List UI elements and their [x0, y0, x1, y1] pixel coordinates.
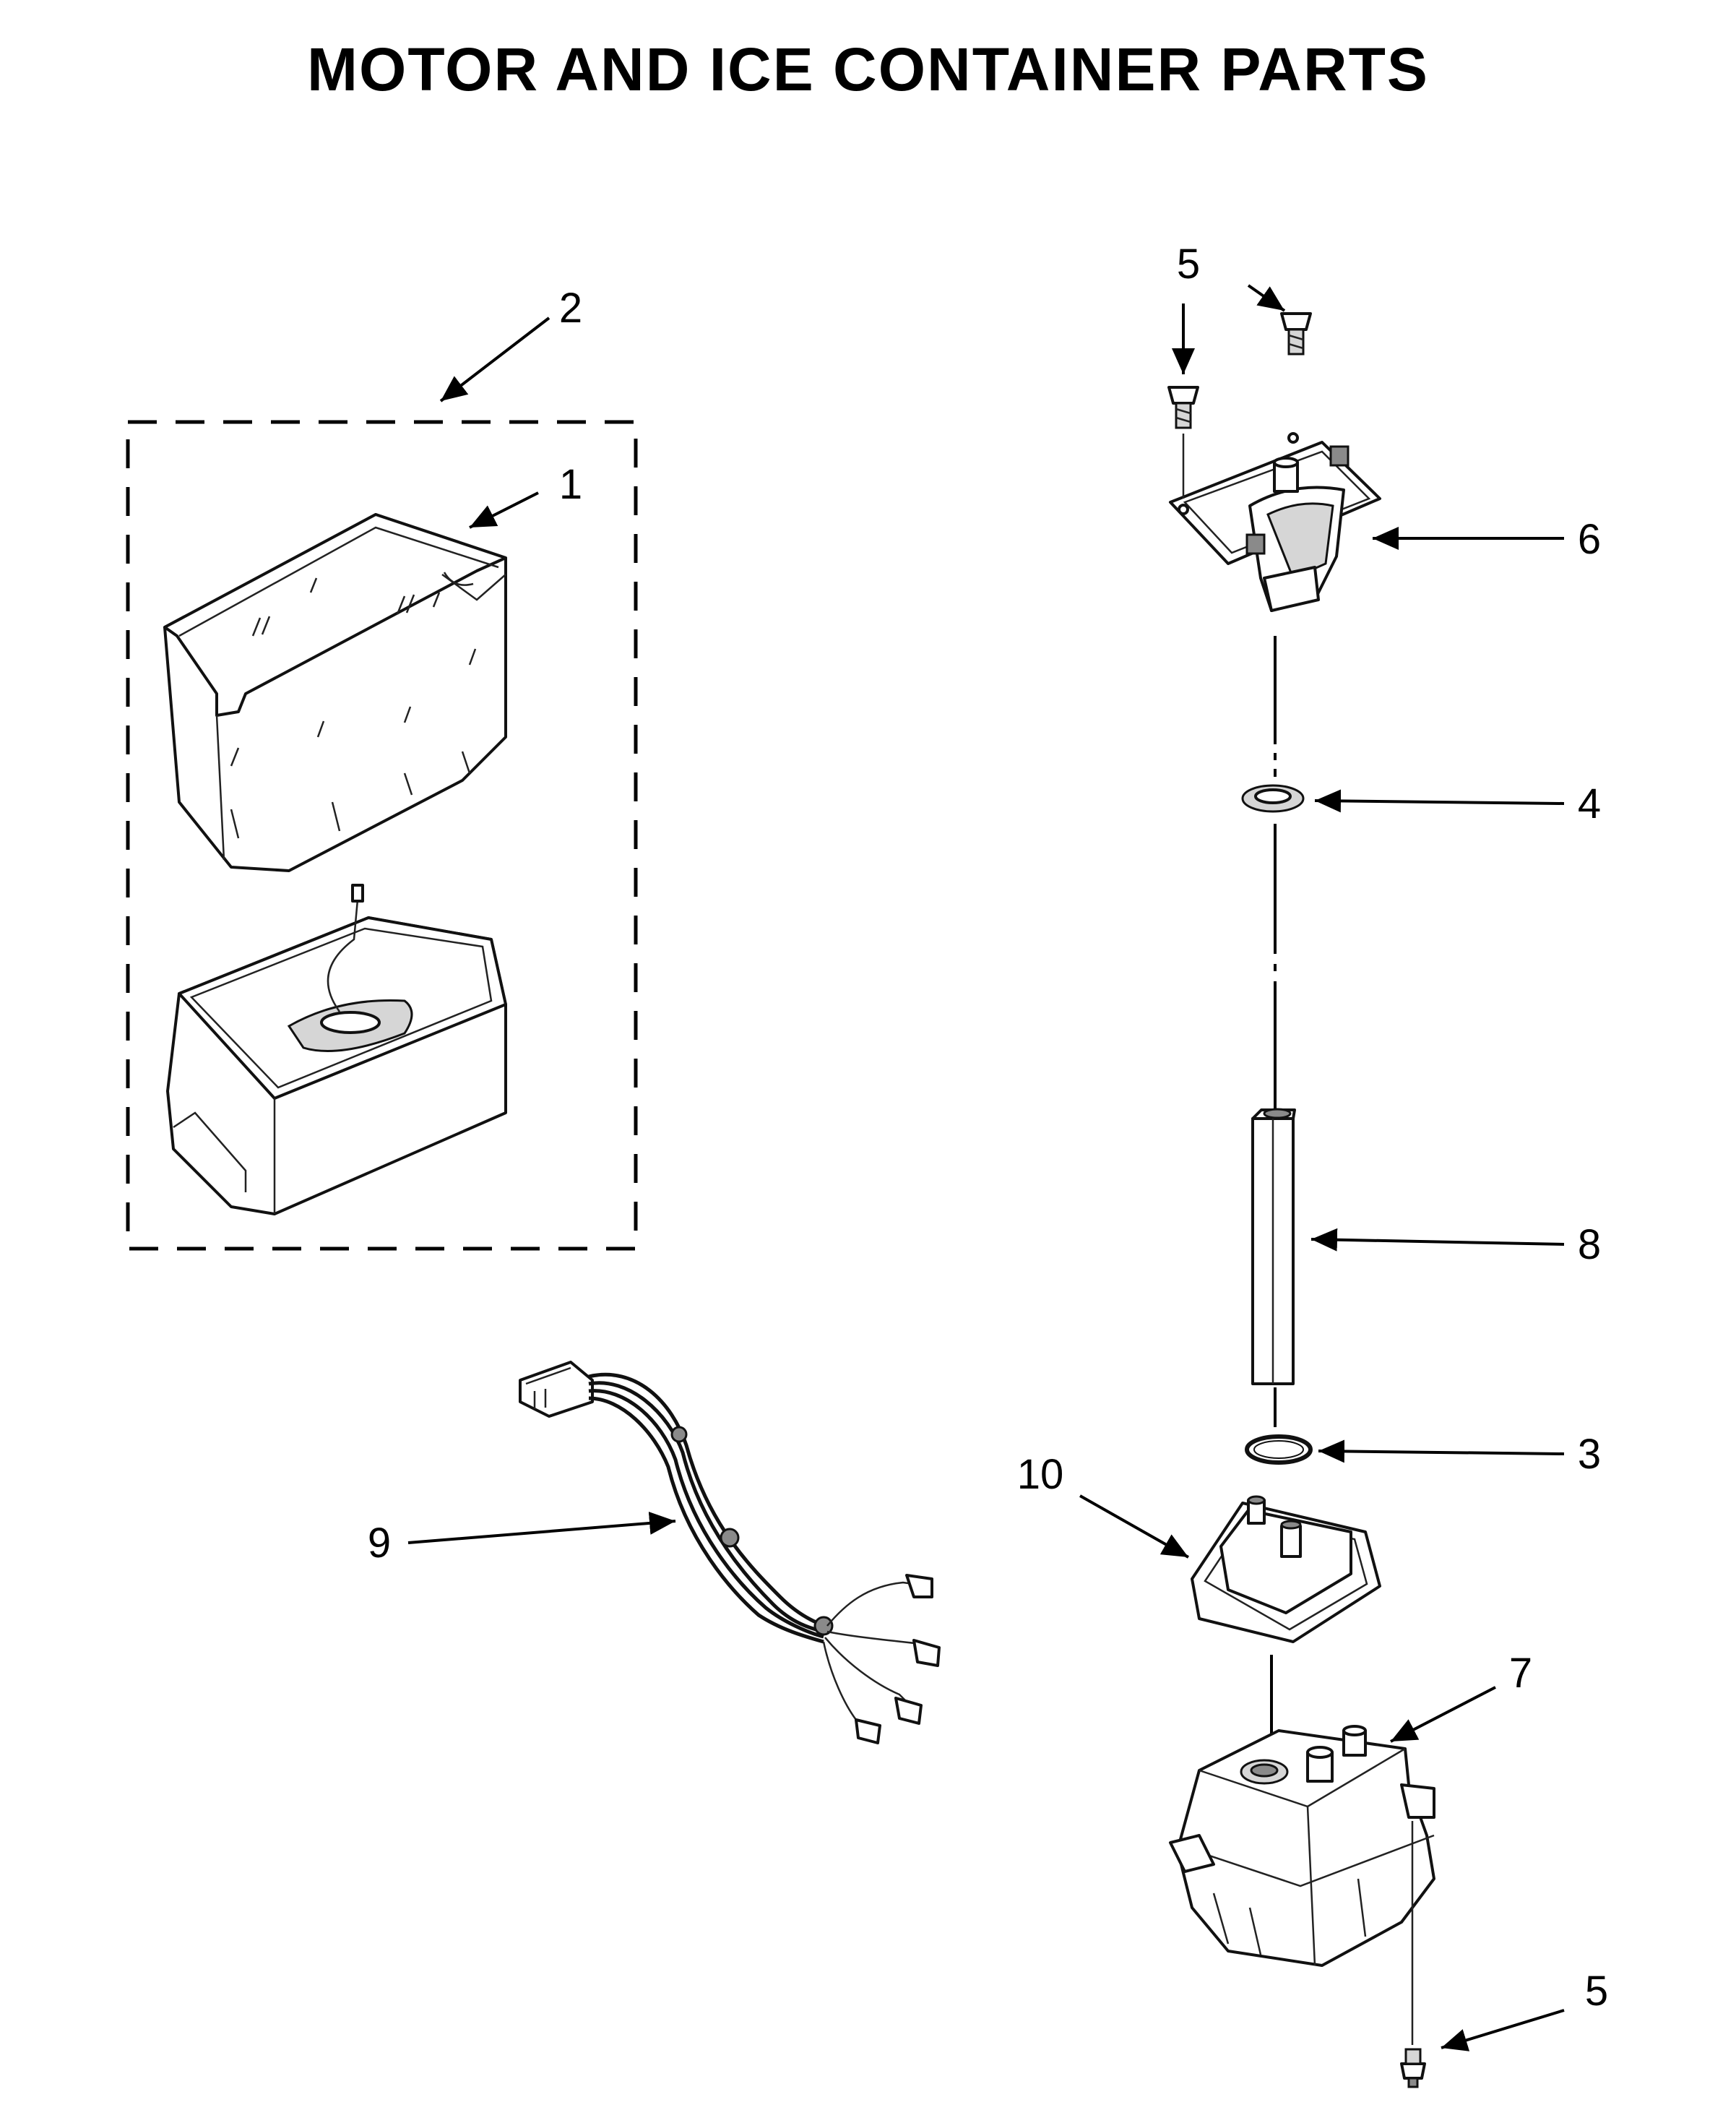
- leader-line-4: [1314, 789, 1565, 813]
- callout-label-6: 6: [1578, 516, 1601, 563]
- diagram-title: MOTOR AND ICE CONTAINER PARTS: [307, 35, 1429, 103]
- assembly-2-dashed-outline: [126, 420, 638, 1251]
- part-4-bearing-washer[interactable]: [1241, 784, 1305, 813]
- leader-line-7: [1390, 1686, 1496, 1743]
- part-5-screw-bottom[interactable]: [1400, 2048, 1426, 2088]
- leader-line-10: [1079, 1494, 1189, 1559]
- part-6-ice-chute-housing[interactable]: [1169, 432, 1381, 612]
- callout-label-5-top: 5: [1177, 241, 1200, 288]
- part-1-ice-bucket[interactable]: 1: [163, 461, 582, 872]
- callout-label-3: 3: [1578, 1431, 1601, 1478]
- callout-label-9: 9: [368, 1520, 391, 1567]
- part-5-screw-top-right[interactable]: [1280, 312, 1312, 356]
- ice-container-base[interactable]: [166, 884, 507, 1215]
- leader-line-5-top-b: [1247, 284, 1286, 312]
- leader-line-5-bottom: [1441, 2009, 1565, 2051]
- leader-line-9: [407, 1511, 676, 1544]
- part-7-auger-motor[interactable]: [1169, 1725, 1435, 1967]
- part-8-auger-shaft[interactable]: [1251, 1108, 1296, 1385]
- leader-line-2: [439, 316, 550, 402]
- callout-label-2: 2: [559, 285, 582, 332]
- callout-label-1: 1: [559, 461, 582, 508]
- assembly-2-group: 2: [126, 285, 638, 1251]
- part-5-screw-top-left[interactable]: [1167, 386, 1199, 429]
- part-3-o-ring[interactable]: [1245, 1434, 1313, 1465]
- callout-label-8: 8: [1578, 1221, 1601, 1268]
- part-10-motor-cover[interactable]: [1191, 1495, 1381, 1643]
- callout-label-5-bottom: 5: [1585, 1968, 1608, 2015]
- callout-label-7: 7: [1509, 1650, 1532, 1697]
- callout-label-10: 10: [1017, 1451, 1064, 1498]
- leader-line-1: [469, 491, 539, 529]
- leader-line-3: [1318, 1439, 1565, 1463]
- leader-line-8: [1310, 1228, 1565, 1252]
- part-9-wire-harness[interactable]: [519, 1361, 941, 1744]
- callout-label-4: 4: [1578, 780, 1601, 827]
